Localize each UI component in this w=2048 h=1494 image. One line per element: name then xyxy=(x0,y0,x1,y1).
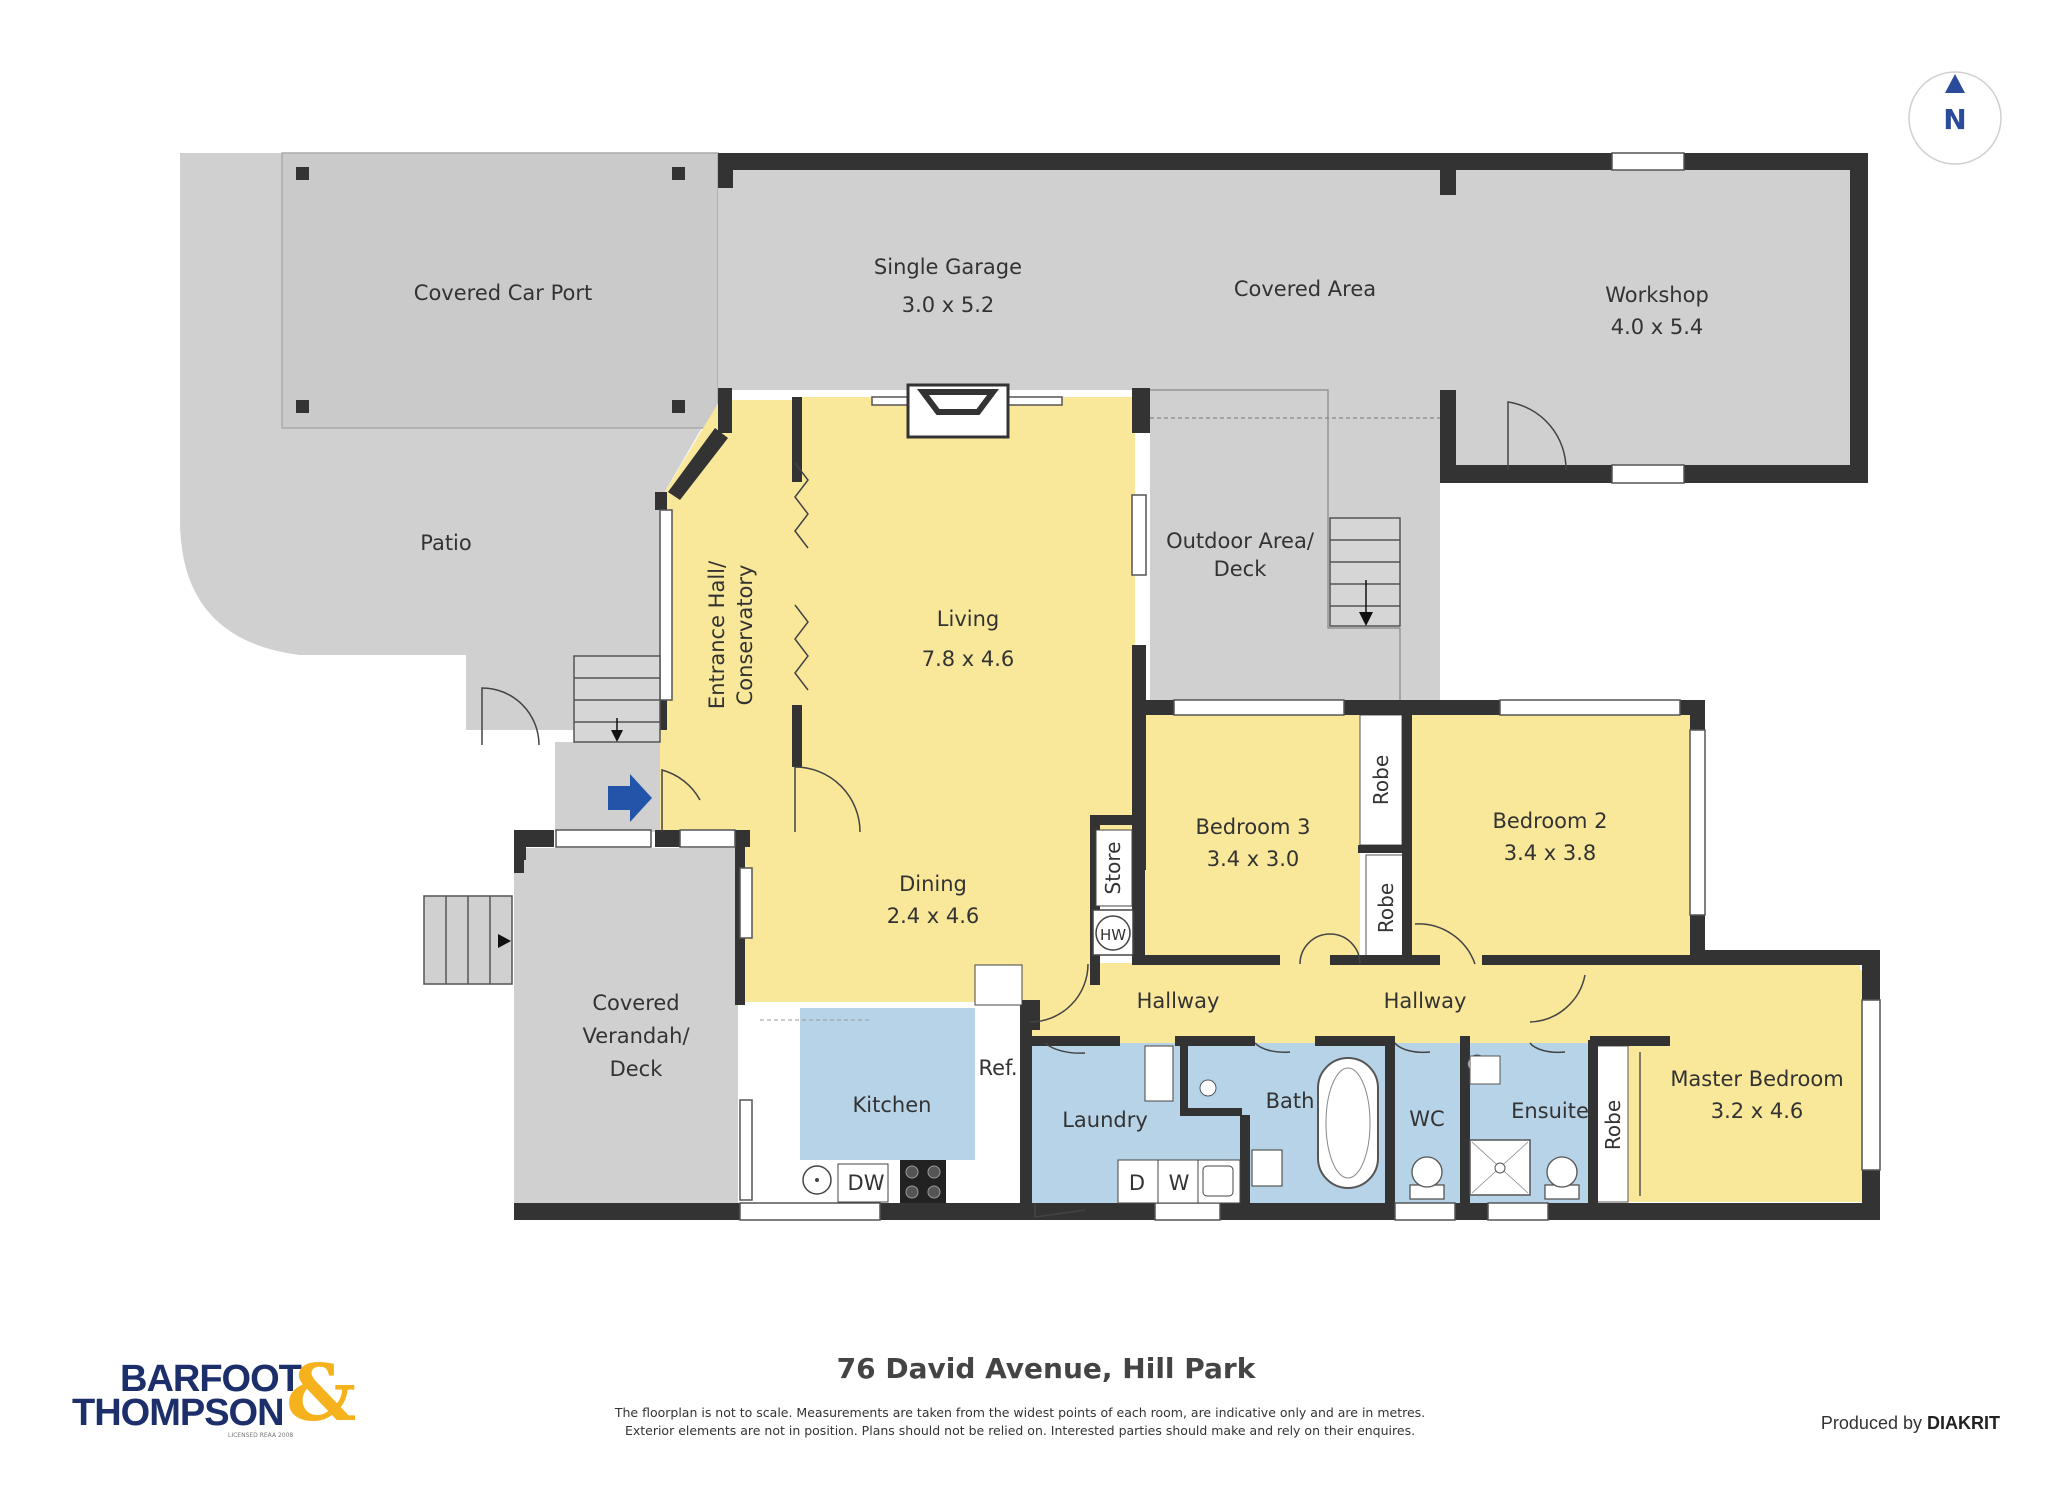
logo-licence: LICENSED REAA 2008 xyxy=(228,1432,294,1439)
robes xyxy=(1359,714,1629,1203)
label-covered-verandah-3: Deck xyxy=(610,1057,664,1081)
garage-area xyxy=(718,170,1150,390)
carport-posts xyxy=(296,167,685,413)
label-robe-master: Robe xyxy=(1601,1100,1625,1150)
disclaimer-line1: The floorplan is not to scale. Measureme… xyxy=(614,1405,1426,1420)
label-outdoor-area-2: Deck xyxy=(1214,557,1268,581)
bedroom2-room xyxy=(1410,715,1690,963)
label-hw: HW xyxy=(1100,926,1126,944)
label-wc: WC xyxy=(1409,1107,1444,1131)
fridge-box xyxy=(974,964,1023,1006)
kitchen-floor xyxy=(760,1008,800,1203)
north-compass-icon: N xyxy=(1908,71,2002,165)
sink-icon xyxy=(802,1165,832,1195)
fireplace-icon xyxy=(906,383,1010,439)
barfoot-thompson-logo: BARFOOT THOMPSON & LICENSED REAA 2008 xyxy=(68,1354,368,1440)
producer-name: DIAKRIT xyxy=(1927,1413,2000,1433)
cooktop-icon xyxy=(900,1160,946,1203)
label-bedroom3: Bedroom 3 xyxy=(1195,815,1310,839)
label-washer: W xyxy=(1169,1171,1190,1195)
bathtub-icon xyxy=(1317,1057,1379,1189)
living-areas xyxy=(660,397,1870,1202)
label-covered-car-port: Covered Car Port xyxy=(414,281,592,305)
doors xyxy=(481,401,1586,1218)
disclaimer: The floorplan is not to scale. Measureme… xyxy=(540,1404,1500,1440)
label-entrance-hall-1: Entrance Hall/ xyxy=(705,560,729,709)
dishwasher-box xyxy=(837,1163,889,1203)
kitchen-bench xyxy=(800,1008,975,1160)
label-robe-bed2: Robe xyxy=(1369,755,1393,805)
windows xyxy=(555,152,1881,1221)
property-address: 76 David Avenue, Hill Park xyxy=(836,1352,1256,1385)
label-living-dims: 7.8 x 4.6 xyxy=(922,647,1015,671)
label-master-bedroom-dims: 3.2 x 4.6 xyxy=(1711,1099,1804,1123)
label-hallway-1: Hallway xyxy=(1137,989,1220,1013)
living-room xyxy=(795,397,1135,832)
label-bedroom2: Bedroom 2 xyxy=(1492,809,1607,833)
toilet-icon xyxy=(1409,1156,1580,1200)
label-robe-bed3: Robe xyxy=(1374,883,1398,933)
logo-ampersand: & xyxy=(286,1348,357,1439)
room-labels: Covered Car Port Single Garage 3.0 x 5.2… xyxy=(414,255,1844,1195)
label-workshop-dims: 4.0 x 5.4 xyxy=(1611,315,1704,339)
workshop-area xyxy=(1440,170,1854,470)
label-dryer: D xyxy=(1129,1171,1145,1195)
verandah-area xyxy=(514,848,738,1220)
label-dining: Dining xyxy=(899,872,967,896)
shower-icon xyxy=(1469,1055,1531,1196)
stair-down-arrow-icon xyxy=(498,580,1373,948)
label-outdoor-area-1: Outdoor Area/ xyxy=(1166,529,1315,553)
disclaimer-line2: Exterior elements are not in position. P… xyxy=(624,1423,1416,1438)
produced-by-label: Produced by xyxy=(1820,1413,1922,1433)
label-bath: Bath xyxy=(1266,1089,1315,1113)
bedroom3-room xyxy=(1145,715,1360,963)
label-single-garage-dims: 3.0 x 5.2 xyxy=(902,293,995,317)
label-bedroom2-dims: 3.4 x 3.8 xyxy=(1504,841,1597,865)
compass-label: N xyxy=(1943,103,1966,136)
label-workshop: Workshop xyxy=(1605,283,1709,307)
label-covered-verandah-2: Verandah/ xyxy=(582,1024,690,1048)
logo-line2: THOMPSON xyxy=(72,1392,285,1434)
producer-credit: Produced by DIAKRIT xyxy=(1780,1413,2000,1434)
label-ensuite: Ensuite xyxy=(1511,1099,1589,1123)
fridge-space xyxy=(975,1008,1022,1160)
label-entrance-hall-2: Conservatory xyxy=(733,565,757,706)
label-covered-area: Covered Area xyxy=(1234,277,1376,301)
master-bedroom-room xyxy=(1595,970,1870,1202)
label-laundry: Laundry xyxy=(1062,1108,1148,1132)
label-store: Store xyxy=(1101,842,1125,895)
label-single-garage: Single Garage xyxy=(874,255,1022,279)
laundry-appliances xyxy=(1117,1045,1241,1204)
label-master-bedroom: Master Bedroom xyxy=(1670,1067,1843,1091)
label-covered-verandah-1: Covered xyxy=(592,991,679,1015)
store-box xyxy=(1095,829,1133,907)
label-patio: Patio xyxy=(420,531,472,555)
label-kitchen: Kitchen xyxy=(853,1093,932,1117)
logo-line1: BARFOOT xyxy=(120,1358,302,1400)
label-bedroom3-dims: 3.4 x 3.0 xyxy=(1207,847,1300,871)
stairs xyxy=(423,517,1401,985)
label-hallway-2: Hallway xyxy=(1384,989,1467,1013)
label-living: Living xyxy=(937,607,999,631)
label-ref: Ref. xyxy=(978,1056,1017,1080)
deck-boundaries xyxy=(1150,389,1440,700)
label-dw: DW xyxy=(848,1171,885,1195)
hw-cylinder-icon xyxy=(1092,909,1134,956)
label-dining-dims: 2.4 x 4.6 xyxy=(887,904,980,928)
entry-steps-area xyxy=(555,742,660,832)
entry-arrow-icon xyxy=(608,774,652,822)
entrance-hall-room xyxy=(660,400,795,832)
